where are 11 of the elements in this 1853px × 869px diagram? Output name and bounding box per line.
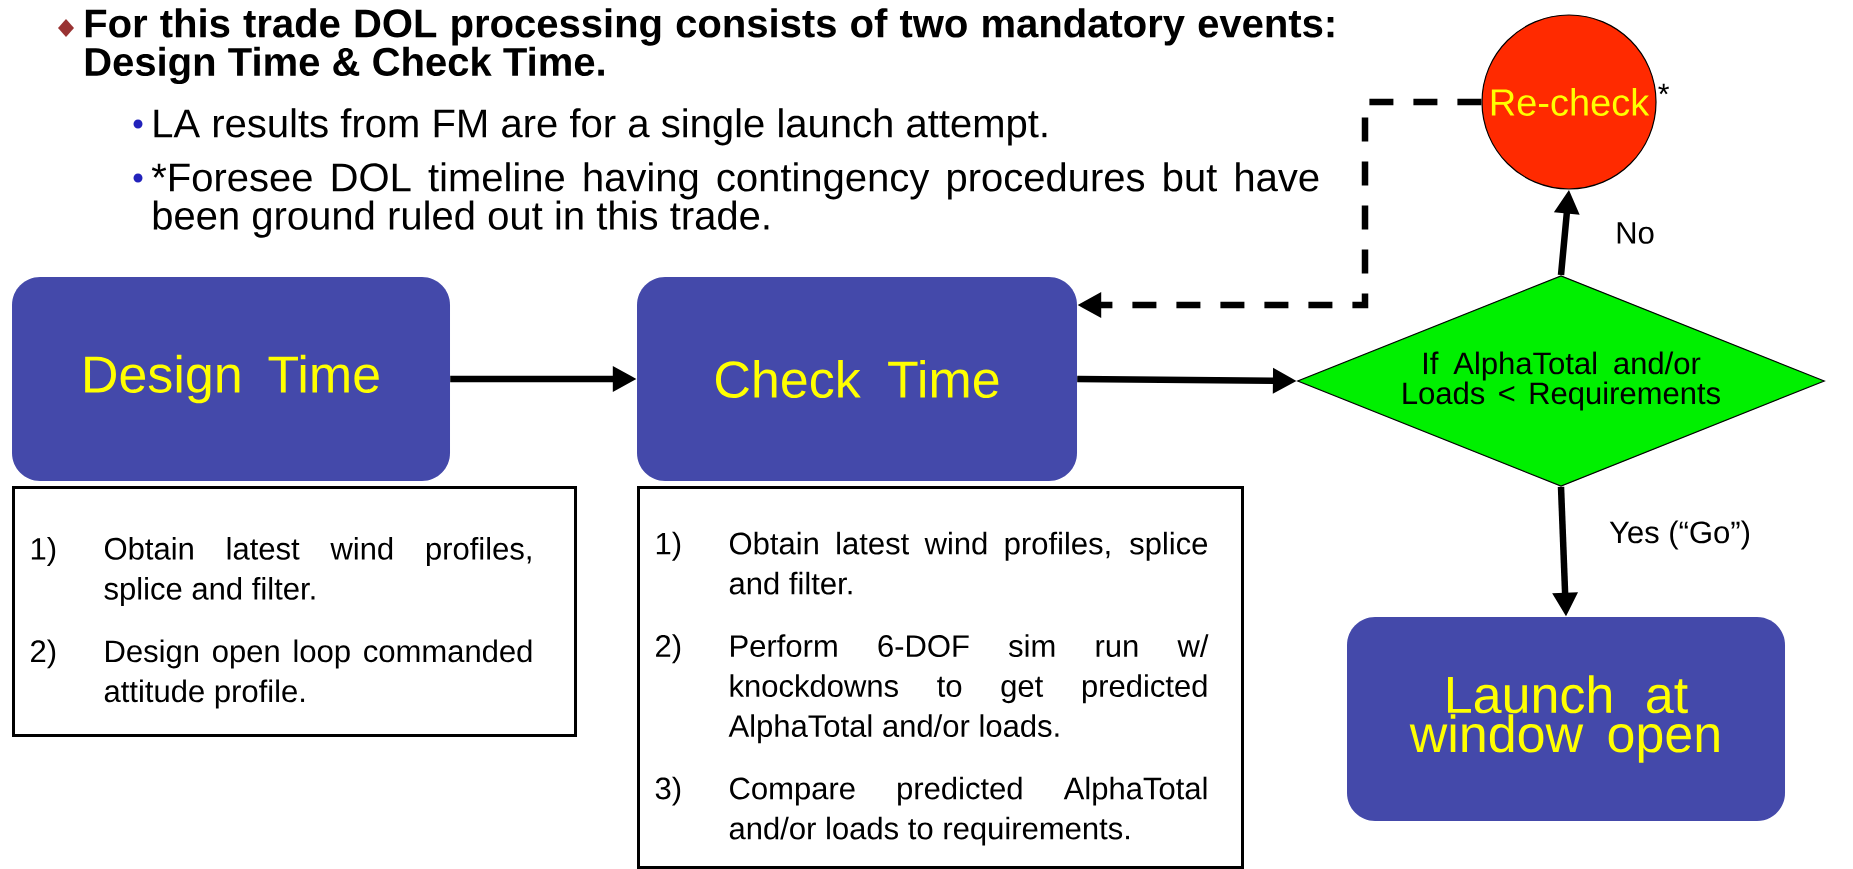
footnote-mark: * [1658, 83, 1669, 95]
process-box: Launch at window open [1347, 617, 1785, 821]
edge-label: Yes (“Go”) [1607, 518, 1753, 552]
process-box: Design Time [12, 277, 450, 481]
steps-box: 1) Obtain latest wind profiles, splice and filter. 2) Design open loop commanded attitude profile. [12, 486, 577, 737]
steps-box: 1) Obtain latest wind profiles, splice and filter. 2) Perform 6-DOF sim run w/ knockdowns to get predicted AlphaTotal and/or loads. 3) Compare predicted AlphaTotal and/or loads to requirements. [637, 486, 1244, 869]
process-box: Check Time [637, 277, 1077, 481]
bullet-text: For this trade DOL processing consists of two mandatory events: Design Time & Check Time. [85, 8, 1334, 85]
bullet-text: *Foresee DOL timeline having contingency procedures but have been ground ruled out in this trade. [151, 162, 1319, 238]
edge-label: No [1613, 220, 1657, 246]
bullet-text: LA results from FM are for a single launch attempt. [154, 108, 1047, 146]
